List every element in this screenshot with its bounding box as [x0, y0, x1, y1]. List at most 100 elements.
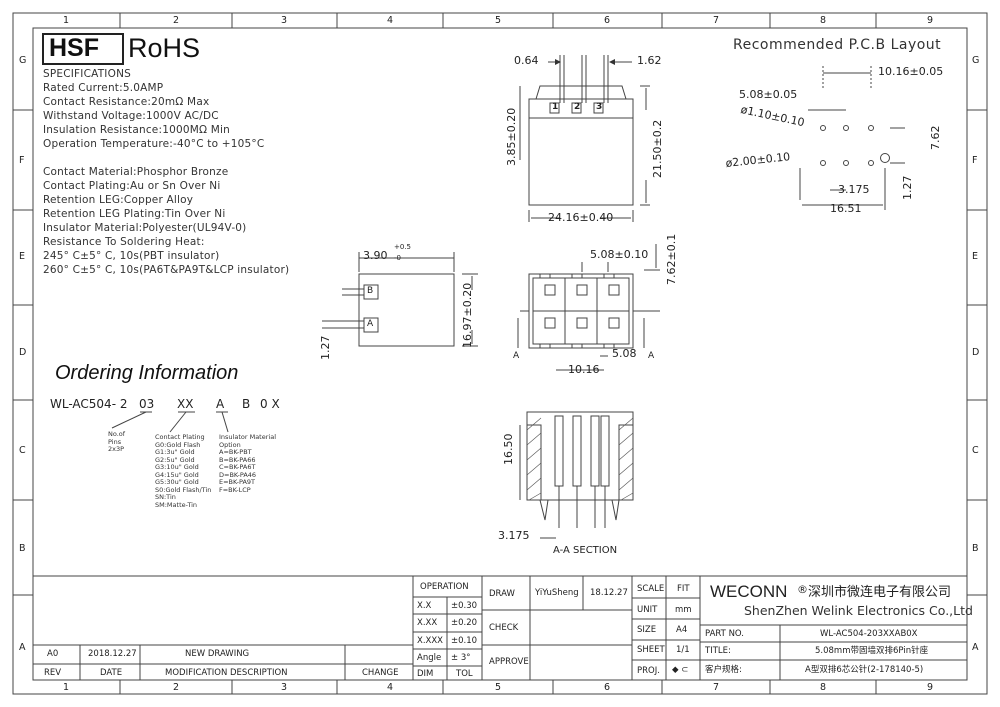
- col-label-1-bottom: 1: [63, 682, 70, 693]
- dim-label: 1.62: [637, 54, 662, 67]
- col-label-2: 2: [173, 15, 180, 26]
- material-line: Contact Plating:Au or Sn Over Ni: [43, 180, 221, 192]
- col-label-5-bottom: 5: [495, 682, 502, 693]
- tol-value: ±0.30: [451, 601, 478, 611]
- tol-key: X.XXX: [417, 636, 443, 646]
- tol-value: ±0.10: [451, 636, 478, 646]
- rev-header: REV: [44, 668, 62, 678]
- dim-label: 0.64: [514, 54, 539, 67]
- dim-label: 16.97±0.20: [461, 282, 474, 348]
- spec-line: Withstand Voltage:1000V AC/DC: [43, 110, 219, 122]
- dim-tolerance-lower: -0: [394, 254, 401, 262]
- sheet-value: 1/1: [676, 645, 690, 655]
- material-line: 245° C±5° C, 10s(PBT insulator): [43, 250, 220, 262]
- outer-frame: [12, 12, 988, 695]
- date-header: DATE: [100, 668, 123, 678]
- dim-label: 24.16±0.40: [548, 211, 614, 224]
- spec-line: Contact Resistance:20mΩ Max: [43, 96, 210, 108]
- part-no-value: WL-AC504-203XXAB0X: [820, 629, 918, 639]
- dim-label: 21.50±0.2: [651, 119, 664, 178]
- dim-label: 5.08±0.10: [590, 248, 649, 261]
- side-marker-b: B: [367, 286, 374, 296]
- section-label: A-A SECTION: [553, 545, 618, 556]
- scale-label: SCALE: [637, 584, 665, 594]
- pins-description: No.of Pins 2x3P: [108, 430, 126, 453]
- title-value: 5.08mm带固墙双排6Pin针座: [815, 646, 929, 656]
- col-label-8: 8: [820, 15, 827, 26]
- tol-value: ±0.20: [451, 618, 478, 628]
- tol-key: X.XX: [417, 618, 438, 628]
- part-no-label: PART NO.: [705, 629, 744, 639]
- pcb-dim: 3.175: [838, 183, 870, 196]
- ordering-code-pins: 03: [139, 397, 155, 411]
- customer-label: 客户规格:: [705, 665, 742, 675]
- size-label: SIZE: [637, 625, 657, 635]
- check-label: CHECK: [489, 623, 519, 633]
- dim-label: 5.08: [612, 347, 637, 360]
- material-line: Resistance To Soldering Heat:: [43, 236, 205, 248]
- ordering-code-0x: 0 X: [260, 397, 280, 411]
- tol-key: Angle: [417, 653, 442, 663]
- pcb-dim: 5.08±0.05: [739, 88, 798, 101]
- col-label-5: 5: [495, 15, 502, 26]
- dim-label-header: DIM: [417, 669, 434, 679]
- ordering-title: Ordering Information: [55, 362, 239, 384]
- pcb-dim: 10.16±0.05: [878, 65, 944, 78]
- row-label-b: B: [19, 543, 26, 554]
- front-body: [528, 98, 634, 206]
- spec-line: Insulation Resistance:1000MΩ Min: [43, 124, 230, 136]
- spec-line: Rated Current:5.0AMP: [43, 82, 164, 94]
- row-label-a-right: A: [972, 642, 979, 653]
- row-label-g-right: G: [972, 55, 980, 66]
- row-label-a: A: [19, 642, 26, 653]
- pcb-dim: 7.62: [929, 125, 942, 151]
- col-label-8-bottom: 8: [820, 682, 827, 693]
- material-line: Retention LEG:Copper Alloy: [43, 194, 194, 206]
- change-header: CHANGE: [362, 668, 399, 678]
- col-label-6-bottom: 6: [604, 682, 611, 693]
- row-label-b-right: B: [972, 543, 979, 554]
- projection-symbol-icon: ◆ ⊂: [672, 665, 689, 675]
- col-label-9: 9: [927, 15, 934, 26]
- draw-label: DRAW: [489, 589, 515, 599]
- pin-number: 3: [596, 102, 603, 112]
- row-label-f: F: [19, 155, 25, 166]
- rev-description: NEW DRAWING: [185, 649, 250, 659]
- ordering-code-insulator: A: [216, 397, 225, 411]
- pcb-title: Recommended P.C.B Layout: [733, 37, 942, 53]
- approve-label: APPROVE: [489, 657, 529, 667]
- row-label-e-right: E: [972, 251, 979, 262]
- dim-label: 3.175: [498, 529, 530, 542]
- row-label-d: D: [19, 347, 27, 358]
- dim-tolerance-upper: +0.5: [394, 243, 411, 251]
- tol-value: ± 3°: [451, 653, 471, 663]
- dim-label: 3.85±0.20: [505, 107, 518, 166]
- size-value: A4: [676, 625, 688, 635]
- ordering-code-b: B: [242, 397, 251, 411]
- hsf-box: [42, 33, 124, 65]
- tol-key: X.X: [417, 601, 432, 611]
- section-marker-right: A: [648, 351, 655, 361]
- plating-description: Contact Plating G0:Gold Flash G1:3u" Gol…: [155, 433, 212, 509]
- title-block-frame: [32, 575, 968, 681]
- side-body: [358, 273, 455, 347]
- spec-title: SPECIFICATIONS: [43, 68, 131, 80]
- material-line: Retention LEG Plating:Tin Over Ni: [43, 208, 226, 220]
- pin-number: 2: [574, 102, 581, 112]
- pin-number: 1: [552, 102, 559, 112]
- dim-label: 1.27: [319, 335, 332, 361]
- company-name-en: ShenZhen Welink Electronics Co.,Ltd: [744, 603, 973, 618]
- dim-label: 16.50: [502, 433, 515, 466]
- row-label-c: C: [19, 445, 26, 456]
- pcb-dim: 1.27: [901, 175, 914, 201]
- col-label-9-bottom: 9: [927, 682, 934, 693]
- col-label-1: 1: [63, 15, 70, 26]
- col-label-7: 7: [713, 15, 720, 26]
- col-label-4-bottom: 4: [387, 682, 394, 693]
- row-label-f-right: F: [972, 155, 978, 166]
- col-label-3: 3: [281, 15, 288, 26]
- dim-label: 10.16: [568, 363, 600, 376]
- tol-label-header: TOL: [456, 669, 473, 679]
- spec-line: Operation Temperature:-40°C to +105°C: [43, 138, 265, 150]
- proj-label: PROJ.: [637, 666, 660, 676]
